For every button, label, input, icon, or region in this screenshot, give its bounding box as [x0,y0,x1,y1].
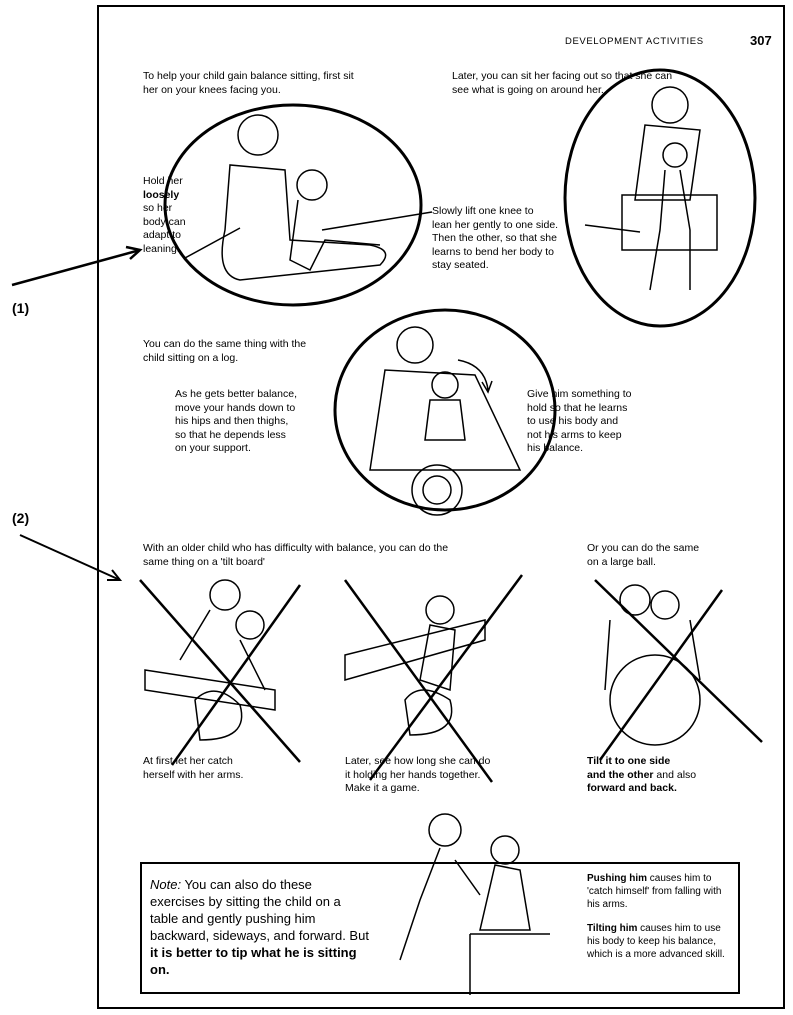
illustration-push-on-table [399,813,550,995]
caption-3-bold2: and the other [587,768,654,781]
loosely-bold: loosely [143,188,180,201]
hands-down-text: As he gets better balance, move your han… [175,388,297,454]
caption-1: At first let her catch herself with her … [143,755,244,781]
circle-annotation-2 [563,68,757,328]
illustration-mother-child-knees [221,114,387,281]
note-plain: You can also do these exercises by sitti… [150,877,369,943]
annotation-label-1: (1) [12,300,30,316]
lift-knee-text: Slowly lift one knee to lean her gently … [432,205,559,271]
intro-left-text: To help your child gain balance sitting,… [143,70,354,96]
caption-3-bold1: Tilt it to one side [587,755,671,767]
pushing-rest: causes him to 'catch himself' from falli… [587,873,722,910]
tilting-text: Tilting him causes him to use his body t… [587,922,727,961]
pushing-bold: Pushing him [587,873,647,884]
circle-annotation-3 [333,308,557,512]
arrow-annotation-1 [11,245,143,287]
illustration-child-on-log [369,326,522,516]
log-intro-text: You can do the same thing with the child… [143,338,307,364]
circle-annotation-1 [163,103,423,307]
illustration-large-ball [604,584,701,746]
note-text: Note: You can also do these exercises by… [150,876,370,978]
tilting-rest: causes him to use his body to keep his b… [587,923,725,960]
pushing-text: Pushing him causes him to 'catch himself… [587,872,727,911]
caption-2: Later, see how long she can do it holdin… [345,755,491,794]
intro-right-text: Later, you can sit her facing out so tha… [452,70,673,96]
give-him-text: Give him something to hold so that he le… [527,388,632,454]
running-header: DEVELOPMENT ACTIVITIES [565,36,704,47]
page-border [97,5,785,1009]
hold-rest: so her body can adapt to leaning. [143,202,186,255]
hold-text: Hold her [143,175,183,187]
caption-3-bold3: forward and back. [587,782,677,794]
ball-intro: Or you can do the same on a large ball. [587,542,700,568]
cross-out-marks [139,574,763,783]
annotation-label-2: (2) [12,510,30,526]
illustration-tilt-board-2 [344,595,486,736]
caption-3-mid: and also [653,768,697,781]
tilting-bold: Tilting him [587,923,638,934]
note-label: Note: [150,877,182,892]
page-number: 307 [750,33,772,48]
note-box [140,862,740,994]
note-bold: it is better to tip what he is sitting o… [150,945,357,977]
arrow-annotation-2 [19,534,123,581]
tilt-board-intro: With an older child who has difficulty w… [143,542,449,568]
illustration-facing-out [621,86,718,291]
